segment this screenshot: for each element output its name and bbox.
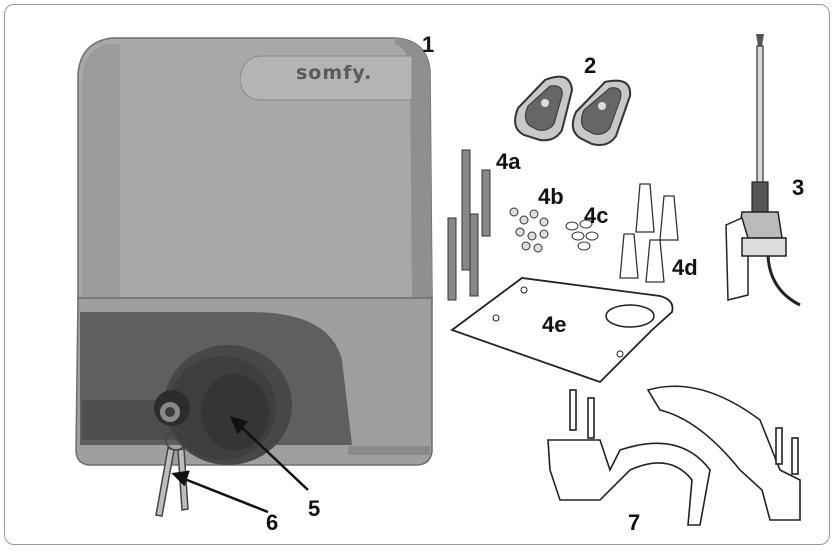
label-antenna: 3	[792, 175, 805, 200]
label-nuts: 4b	[538, 184, 564, 209]
wall-plugs	[619, 183, 679, 283]
label-base-plate: 4e	[542, 312, 567, 337]
label-threaded-rods: 4a	[496, 149, 521, 174]
brand-logo: somfy.	[296, 62, 373, 84]
label-washers: 4c	[584, 203, 609, 228]
nuts	[509, 207, 549, 253]
label-wall-plugs: 4d	[672, 255, 698, 280]
label-remotes: 2	[584, 53, 597, 78]
callout-arrows	[171, 416, 309, 514]
remote-controls	[514, 75, 632, 146]
label-brackets: 7	[628, 510, 641, 535]
label-release-cover: 5	[308, 496, 321, 521]
motor-unit	[75, 37, 433, 466]
antenna	[725, 34, 801, 307]
label-motor: 1	[422, 32, 435, 57]
washers	[565, 219, 599, 251]
label-keys: 6	[266, 510, 279, 535]
brackets	[547, 385, 801, 526]
threaded-rods	[447, 149, 491, 301]
base-plate	[450, 277, 674, 384]
